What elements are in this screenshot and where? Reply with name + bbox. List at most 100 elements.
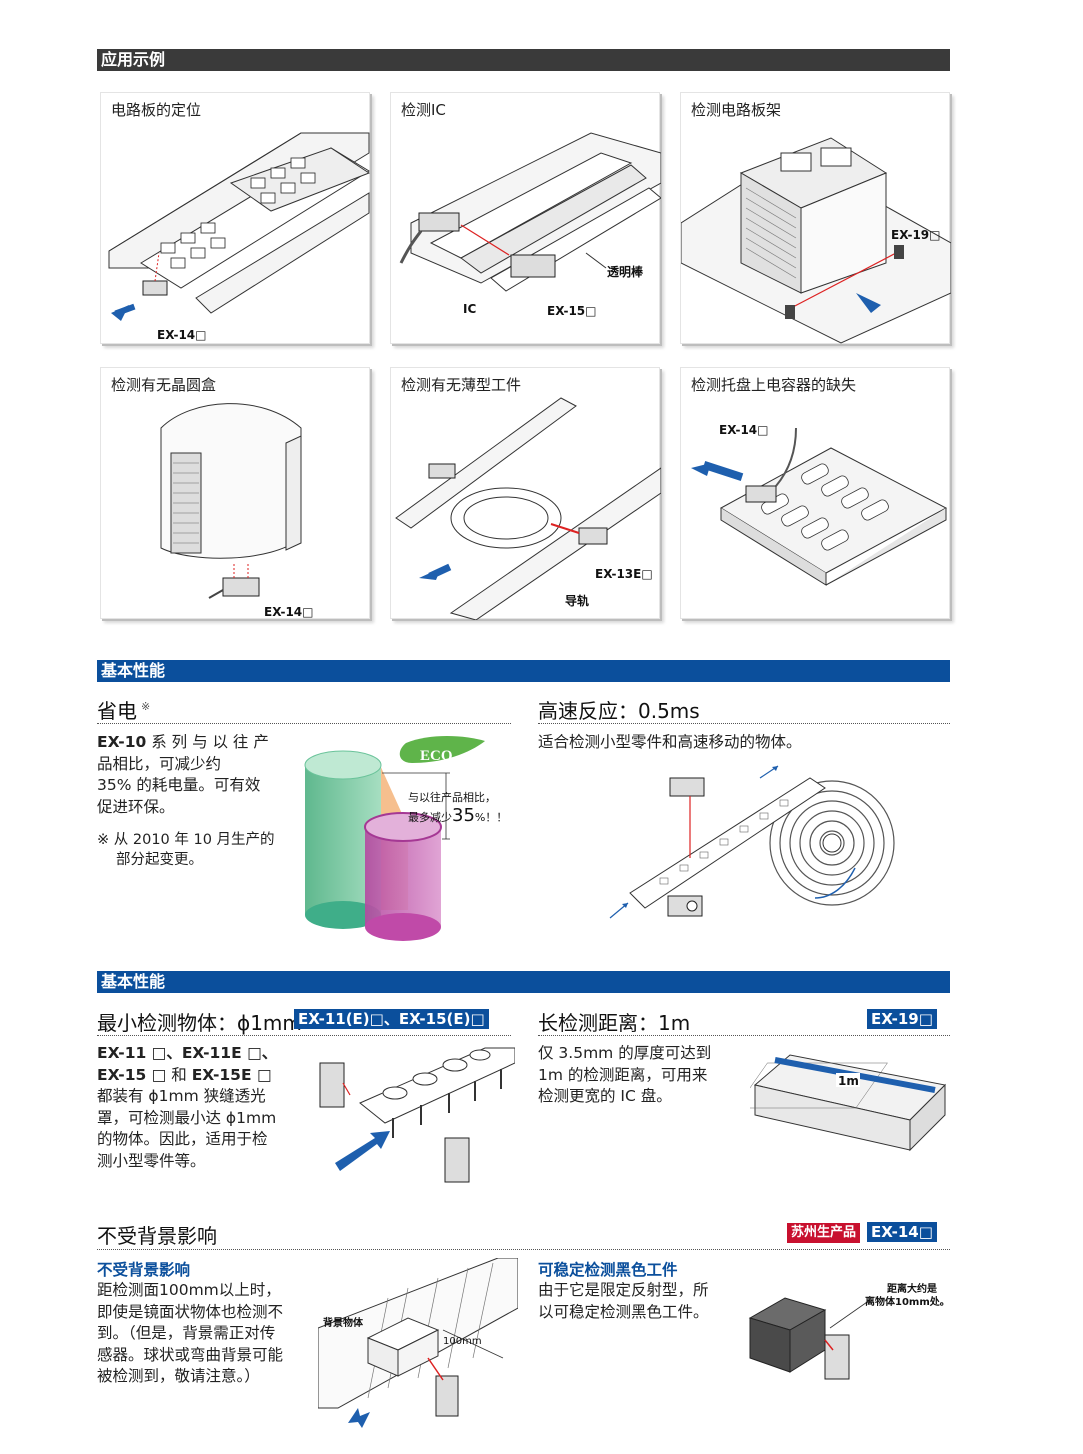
power-saving-mark: ※ bbox=[141, 700, 151, 714]
long-distance-tag: EX-19□ bbox=[867, 1009, 937, 1029]
min-object-line: EX-11 □、EX-11E □、 bbox=[97, 1044, 278, 1062]
app-panel-pcb-rack: 检测电路板架 EX-19□ bbox=[680, 92, 951, 344]
power-line: 品相比，可减少约 bbox=[97, 754, 222, 773]
sensor-ex13e bbox=[578, 527, 608, 545]
eco-leaf-icon bbox=[399, 736, 485, 763]
comparison-line1: 与以往产品相比， bbox=[408, 790, 496, 804]
performance-header-1: 基本性能 bbox=[97, 660, 950, 682]
app-panel-capacitor-tray: 检测托盘上电容器的缺失 EX-14□ bbox=[680, 367, 950, 619]
applications-header: 应用示例 bbox=[97, 49, 950, 71]
min-object-title: 最小检测物体：ϕ1mm bbox=[97, 1011, 302, 1035]
divider bbox=[97, 1035, 511, 1036]
panel-title: 检测有无薄型工件 bbox=[401, 376, 522, 394]
tape-reel-figure bbox=[609, 765, 895, 919]
performance-header-2: 基本性能 bbox=[97, 971, 950, 993]
cmp-suffix: %！！ bbox=[475, 811, 507, 824]
bg-right-text: 由于它是限定反射型，所 以可稳定检测黑色工件。 bbox=[538, 1280, 748, 1323]
comparison-line2: 最多减少35%！！ bbox=[408, 805, 507, 826]
sensor-ex14 bbox=[222, 577, 260, 597]
bg-distance-label: 100mm bbox=[443, 1336, 482, 1347]
eco-label: ECO bbox=[420, 748, 453, 764]
min-object-line: 罩，可检测最小达 ϕ1mm bbox=[97, 1108, 277, 1127]
app-panel-thin-workpiece: 检测有无薄型工件 EX-13E□ 导轨 bbox=[390, 367, 661, 620]
min-object-line: 测小型零件等。 bbox=[97, 1151, 206, 1170]
eco-comparison-figure: ECO 与以往产品相比， 最多减少35%！！ bbox=[304, 736, 507, 941]
background-tag: EX-14□ bbox=[867, 1222, 937, 1242]
bg-right-line: 以可稳定检测黑色工件。 bbox=[538, 1302, 709, 1321]
capacitor-tray-illustration: EX-14□ bbox=[691, 423, 948, 586]
pcb-positioning-illustration: EX-14□ bbox=[108, 132, 371, 342]
sensor-ex14 bbox=[745, 485, 777, 503]
bg-left-line: 即使是镜面状物体也检测不 bbox=[97, 1302, 284, 1321]
power-note-mark: ※ bbox=[97, 832, 110, 848]
panel-label: EX-14□ bbox=[719, 423, 769, 437]
bg-right-line: 由于它是限定反射型，所 bbox=[538, 1281, 709, 1299]
sensor-ex14 bbox=[142, 280, 168, 296]
power-saving-text: EX-10 系 列 与 以 往 产 品相比，可减少约 35% 的耗电量。可有效 … bbox=[97, 732, 297, 818]
panel-label: IC bbox=[463, 302, 476, 316]
panel-label: EX-14□ bbox=[264, 605, 314, 619]
bg-note-line: 离物体10mm处。 bbox=[865, 1295, 950, 1308]
divider bbox=[538, 723, 950, 724]
arrow-right-icon bbox=[856, 293, 881, 313]
bg-right-heading: 可稳定检测黑色工件 bbox=[538, 1261, 678, 1279]
long-distance-line: 检测更宽的 IC 盘。 bbox=[538, 1087, 672, 1105]
black-workpiece-figure: 距离大约是 离物体10mm处。 bbox=[748, 1282, 950, 1380]
power-saving-title: 省电※ bbox=[97, 695, 150, 724]
distance-label: 1m bbox=[838, 1074, 859, 1088]
bg-left-heading: 不受背景影响 bbox=[97, 1261, 191, 1279]
app-panel-pcb-positioning: 电路板的定位 EX-14□ bbox=[100, 92, 371, 344]
long-distance-text: 仅 3.5mm 的厚度可达到 1m 的检测距离，可用来 检测更宽的 IC 盘。 bbox=[538, 1043, 753, 1108]
thin-workpiece-illustration: EX-13E□ 导轨 bbox=[395, 397, 661, 620]
long-distance-line: 仅 3.5mm 的厚度可达到 bbox=[538, 1044, 712, 1062]
detect-ic-illustration: 透明棒 IC EX-15□ bbox=[399, 132, 661, 318]
power-note-line: 从 2010 年 10 月生产的 bbox=[113, 832, 275, 848]
bg-left-line: 距检测面100mm以上时， bbox=[97, 1281, 281, 1299]
divider bbox=[97, 723, 511, 724]
panel-label: EX-15□ bbox=[547, 304, 597, 318]
panel-label: 导轨 bbox=[565, 593, 589, 608]
bg-left-line: 被检测到，敬请注意。） bbox=[97, 1367, 260, 1385]
background-figure: 背景物体 100mm bbox=[318, 1258, 518, 1428]
ic-tray-figure: 1m bbox=[750, 1054, 947, 1152]
panel-title: 检测电路板架 bbox=[691, 101, 782, 119]
panel-label: 透明棒 bbox=[607, 264, 644, 279]
bg-left-line: 感器。球状或弯曲背景可能 bbox=[97, 1345, 284, 1364]
min-object-model: EX-15E □ bbox=[191, 1065, 272, 1084]
cmp-value: 35 bbox=[452, 805, 475, 826]
min-object-model: EX-15 □ bbox=[97, 1065, 167, 1084]
sensor-ex15 bbox=[510, 254, 556, 278]
bg-left-text: 距检测面100mm以上时， 即使是镜面状物体也检测不 到。（但是，背景需正对传 … bbox=[97, 1280, 312, 1388]
power-line: 35% 的耗电量。可有效 bbox=[97, 776, 261, 794]
pcb-rack-illustration: EX-19□ bbox=[681, 137, 951, 344]
bg-note-line: 距离大约是 bbox=[887, 1282, 937, 1295]
arrow-left-icon bbox=[335, 1131, 390, 1171]
power-note: ※ 从 2010 年 10 月生产的 部分起变更。 bbox=[97, 830, 307, 870]
background-title: 不受背景影响 bbox=[97, 1224, 217, 1248]
panel-title: 检测有无晶圆盒 bbox=[111, 376, 217, 394]
wafer-cassette-illustration: EX-14□ bbox=[160, 403, 314, 619]
app-panel-wafer-cassette: 检测有无晶圆盒 EX-14□ bbox=[100, 367, 370, 619]
min-object-tag: EX-11(E)□、EX-15(E)□ bbox=[294, 1009, 489, 1029]
panel-label: EX-19□ bbox=[891, 228, 941, 242]
arrow-left-icon bbox=[348, 1408, 370, 1428]
min-object-line: 都装有 ϕ1mm 狭缝透光 bbox=[97, 1087, 266, 1105]
power-model: EX-10 bbox=[97, 733, 147, 751]
long-distance-title: 长检测距离：1m bbox=[538, 1011, 691, 1035]
panel-title: 电路板的定位 bbox=[111, 101, 202, 119]
min-object-line: 的物体。因此，适用于检 bbox=[97, 1130, 268, 1148]
panel-label: EX-14□ bbox=[157, 328, 207, 342]
divider bbox=[97, 1249, 950, 1250]
bg-left-line: 到。（但是，背景需正对传 bbox=[97, 1324, 276, 1342]
min-object-conj: 和 bbox=[166, 1065, 192, 1084]
cmp-prefix: 最多减少 bbox=[408, 810, 452, 824]
high-speed-title: 高速反应：0.5ms bbox=[538, 699, 700, 723]
bg-object-label: 背景物体 bbox=[323, 1316, 364, 1329]
suzhou-product-badge: 苏州生产品 bbox=[787, 1223, 861, 1243]
power-line1: 系 列 与 以 往 产 bbox=[151, 733, 269, 751]
ex10-cylinder bbox=[365, 827, 441, 927]
panel-title: 检测托盘上电容器的缺失 bbox=[691, 376, 857, 394]
long-distance-line: 1m 的检测距离，可用来 bbox=[538, 1065, 708, 1084]
high-speed-text: 适合检测小型零件和高速移动的物体。 bbox=[538, 733, 802, 751]
min-object-text: EX-11 □、EX-11E □、 EX-15 □ 和 EX-15E □ 都装有… bbox=[97, 1043, 312, 1172]
